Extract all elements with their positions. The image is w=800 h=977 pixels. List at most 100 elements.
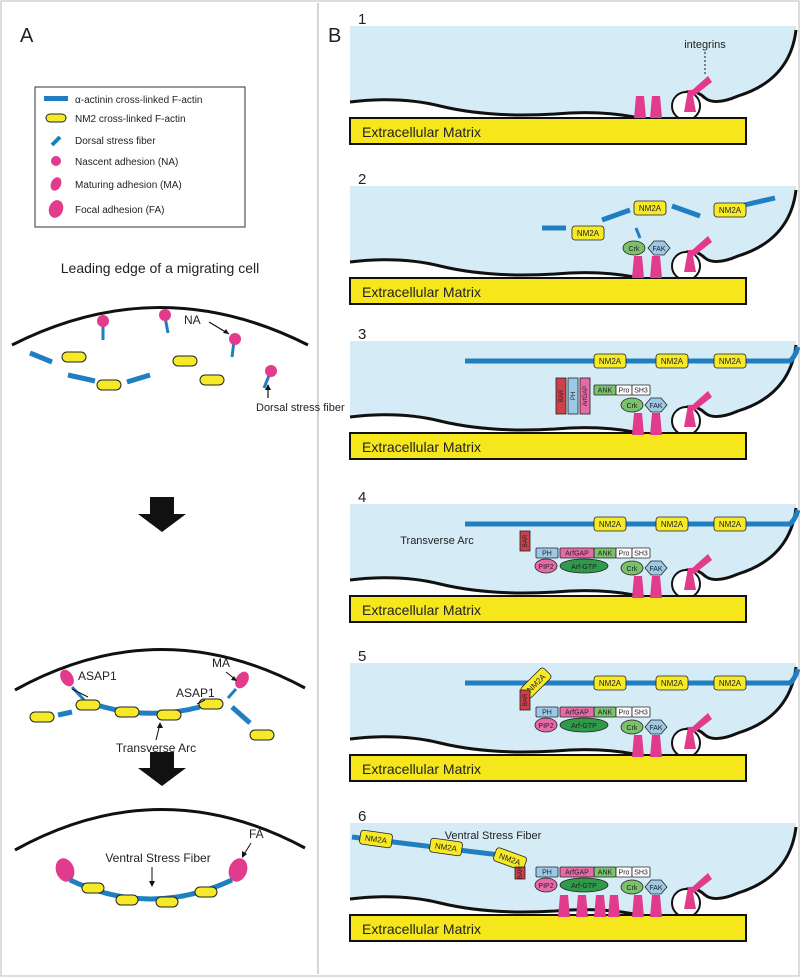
arrowhead xyxy=(149,881,155,887)
actin-segment xyxy=(126,372,151,385)
down-arrow-icon xyxy=(138,497,186,532)
nm2a-label: NM2A xyxy=(599,357,622,366)
arfgap-domain-box xyxy=(559,547,595,559)
integrin-leg xyxy=(684,887,696,909)
integrin-head xyxy=(690,236,712,256)
nm2a-motor: NM2A xyxy=(655,675,689,691)
asap1-label-left: ASAP1 xyxy=(78,669,117,683)
nm2a-box xyxy=(655,675,689,691)
ank-domain: ANK xyxy=(598,387,613,394)
pro-domain: Pro xyxy=(619,709,630,716)
sh3-domain-box xyxy=(631,384,651,396)
nm2a-label: NM2A xyxy=(719,679,742,688)
arrowhead xyxy=(231,676,237,681)
nm2a-box xyxy=(713,516,747,532)
legend-item: NM2 cross-linked F-actin xyxy=(75,114,186,125)
nm2a-motor: NM2A xyxy=(713,516,747,532)
adhesion-leg xyxy=(650,735,662,757)
adhesion-leg xyxy=(632,576,644,598)
maturing-adhesion xyxy=(60,669,74,687)
nm2a-box xyxy=(713,675,747,691)
ph-domain: PH xyxy=(542,869,552,876)
myosin-bundle xyxy=(81,882,105,894)
nm2a-motor: NM2A xyxy=(655,516,689,532)
adhesion-leg xyxy=(594,895,606,917)
ank-domain: ANK xyxy=(598,550,613,557)
sh3-domain: SH3 xyxy=(634,550,648,557)
integrin-receptor xyxy=(684,236,712,272)
fak-label: FAK xyxy=(649,725,663,732)
integrin-receptor xyxy=(684,554,712,590)
nm2a-label: NM2A xyxy=(719,357,742,366)
actin-link xyxy=(70,685,86,702)
blue-bar-icon xyxy=(44,96,68,101)
yellow-capsule-icon xyxy=(45,113,67,123)
fak-label: FAK xyxy=(649,885,663,892)
legend-item: Maturing adhesion (MA) xyxy=(75,180,182,191)
nm2a-label: NM2A xyxy=(599,520,622,529)
step-number: 2 xyxy=(358,171,366,188)
nm2a-label: NM2A xyxy=(639,204,662,213)
integrin-leg xyxy=(684,250,696,272)
crk-blob xyxy=(622,240,646,256)
sh3-domain: SH3 xyxy=(634,709,648,716)
nascent-adhesion xyxy=(97,315,109,327)
ph-domain: PH xyxy=(542,709,552,716)
asap1-domain-box xyxy=(555,377,567,415)
step-number: 5 xyxy=(358,648,366,665)
integrin-leg xyxy=(684,90,696,112)
adhesion-leg xyxy=(632,735,644,757)
maturing-adhesion xyxy=(235,671,249,689)
nm2a-box xyxy=(713,202,747,218)
ph-domain-box xyxy=(535,547,559,559)
ecm-label: Extracellular Matrix xyxy=(362,602,481,618)
cell-leading-edge-3: FA Ventral Stress Fiber xyxy=(14,808,306,908)
asap1-domain-box xyxy=(579,377,591,415)
nm2a-motor: NM2A xyxy=(655,353,689,369)
bar-domain-box xyxy=(514,866,526,880)
transverse-arc-label: Transverse Arc xyxy=(116,741,196,755)
arf-gtp-label: Arf-GTP xyxy=(571,564,597,571)
extracellular-matrix xyxy=(349,277,747,305)
extracellular-matrix xyxy=(349,595,747,623)
crk-label: Crk xyxy=(627,885,638,892)
myosin-bundle xyxy=(249,729,275,741)
double-arrow xyxy=(196,699,206,705)
nm2a-box xyxy=(593,675,627,691)
actin-segment xyxy=(230,705,252,725)
nm2a-motor: NM2A xyxy=(429,837,463,857)
arrowhead xyxy=(157,722,163,728)
nm2a-label: NM2A xyxy=(434,841,458,853)
sh3-domain-box xyxy=(631,547,651,559)
ph-domain-box xyxy=(535,866,559,878)
crk-blob xyxy=(620,879,644,895)
myosin-bundle xyxy=(194,886,218,898)
pip2-blob xyxy=(534,717,558,733)
legend-item: Dorsal stress fiber xyxy=(75,136,156,147)
sh3-domain: SH3 xyxy=(634,387,648,394)
nm2a-box xyxy=(593,353,627,369)
nascent-adhesion xyxy=(229,333,241,345)
cell-membrane xyxy=(14,648,306,692)
adhesion-leg xyxy=(650,96,662,118)
fak-blob xyxy=(644,879,668,895)
arfgap-domain: ArfGAP xyxy=(565,550,589,557)
step-number: 1 xyxy=(358,11,366,28)
nm2a-box xyxy=(655,353,689,369)
cell-leading-edge-1: NA Dorsal stress fiber xyxy=(11,306,345,414)
myosin-bundle xyxy=(96,379,122,391)
fak-label: FAK xyxy=(649,566,663,573)
nm2a-motor: NM2A xyxy=(593,353,627,369)
asap1-domain-box xyxy=(567,377,579,415)
integrin-receptor xyxy=(684,391,712,427)
adhesion-leg xyxy=(650,256,662,278)
myosin-bundle xyxy=(29,711,55,723)
extracellular-matrix xyxy=(349,117,747,145)
myosin-bundle xyxy=(115,894,139,906)
adhesion-leg xyxy=(650,576,662,598)
nm2a-box xyxy=(429,837,463,857)
arf-gtp-label: Arf-GTP xyxy=(571,723,597,730)
